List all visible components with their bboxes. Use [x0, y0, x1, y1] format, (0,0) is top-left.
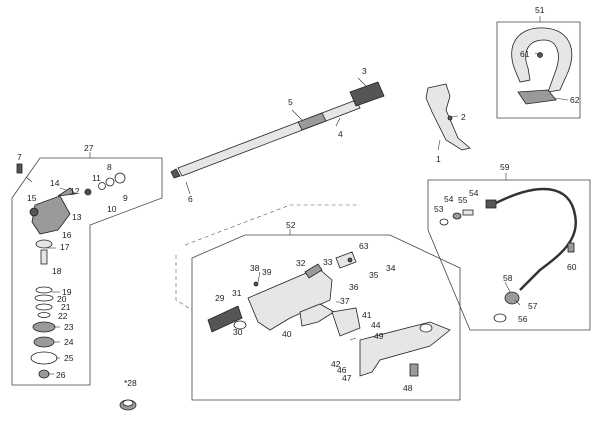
label-part-39: 39: [262, 267, 272, 277]
label-part-47: 47: [342, 373, 352, 383]
label-part-55: 55: [458, 195, 468, 205]
part-number-labels: 1 2 3 4 5 6 7 8 9 10 11 12 13 14 15 16 1…: [17, 5, 580, 393]
label-part-49: 49: [374, 331, 384, 341]
side-handle: [425, 83, 471, 151]
label-part-48: 48: [403, 383, 413, 393]
label-part-29: 29: [215, 293, 225, 303]
label-part-32: 32: [296, 258, 306, 268]
label-part-20: 20: [57, 294, 67, 304]
label-part-31: 31: [232, 288, 242, 298]
label-part-44: 44: [371, 320, 381, 330]
label-part-4: 4: [338, 129, 343, 139]
label-part-22: 22: [58, 311, 68, 321]
label-part-36: 36: [349, 282, 359, 292]
handle-assembly-group-51: [496, 16, 581, 119]
label-part-35: 35: [369, 270, 379, 280]
label-part-7: 7: [17, 152, 22, 162]
label-part-51: 51: [535, 5, 545, 15]
label-part-40: 40: [282, 329, 292, 339]
label-part-17: 17: [60, 242, 70, 252]
label-part-3: 3: [362, 66, 367, 76]
label-part-30: 30: [233, 327, 243, 337]
label-part-21: 21: [61, 302, 71, 312]
label-part-34: 34: [386, 263, 396, 273]
label-part-61: 61: [520, 49, 530, 59]
label-part-62: 62: [570, 95, 580, 105]
throttle-cable-group-59: [427, 173, 591, 331]
label-part-53: 53: [434, 204, 444, 214]
label-part-54a: 54: [444, 194, 454, 204]
label-part-6: 6: [188, 194, 193, 204]
label-part-54b: 54: [469, 188, 479, 198]
label-part-37: 37: [340, 296, 350, 306]
label-part-27: 27: [84, 143, 94, 153]
leader-lines: [25, 176, 521, 375]
label-part-15: 15: [27, 193, 37, 203]
label-part-18: 18: [52, 266, 62, 276]
gearhead-group-27: [11, 152, 163, 386]
label-part-26: 26: [56, 370, 66, 380]
label-part-38: 38: [250, 263, 260, 273]
label-part-28: *28: [124, 378, 137, 388]
label-part-41: 41: [362, 310, 372, 320]
label-part-42: 42: [331, 359, 341, 369]
label-part-8: 8: [107, 162, 112, 172]
part-28-nut: [119, 399, 137, 411]
label-part-2: 2: [461, 112, 466, 122]
label-part-19: 19: [62, 287, 72, 297]
main-shaft-tube: [170, 77, 385, 195]
label-part-11: 11: [92, 173, 101, 183]
label-part-13: 13: [72, 212, 82, 222]
label-part-1: 1: [436, 154, 441, 164]
label-part-9: 9: [123, 193, 128, 203]
label-part-60: 60: [567, 262, 577, 272]
label-part-16: 16: [62, 230, 72, 240]
label-part-5: 5: [288, 97, 293, 107]
label-part-24: 24: [64, 337, 74, 347]
label-part-14: 14: [50, 178, 60, 188]
label-part-59: 59: [500, 162, 510, 172]
label-part-52: 52: [286, 220, 296, 230]
label-part-57: 57: [528, 301, 538, 311]
label-part-12: 12: [70, 186, 80, 196]
label-part-63: 63: [359, 241, 369, 251]
label-part-25: 25: [64, 353, 74, 363]
label-part-23: 23: [64, 322, 74, 332]
label-part-33: 33: [323, 257, 333, 267]
label-part-56: 56: [518, 314, 528, 324]
label-part-10: 10: [107, 204, 117, 214]
label-part-58: 58: [503, 273, 513, 283]
label-part-46: 46: [337, 365, 347, 375]
housing-group-52: [175, 204, 461, 401]
